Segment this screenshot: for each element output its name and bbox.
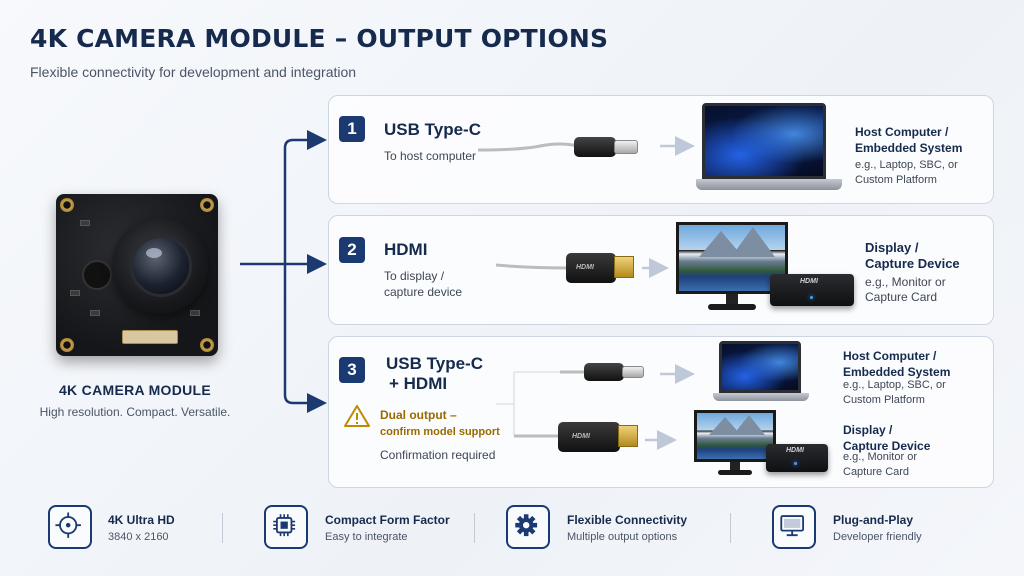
smd-component <box>70 290 80 296</box>
monitor-image <box>694 410 776 478</box>
divider <box>474 513 475 543</box>
device-title: Display /Capture Device <box>865 240 960 271</box>
warning-text: confirm model support <box>380 426 500 438</box>
capture-card-image: HDMI <box>770 274 854 306</box>
smd-component <box>90 310 100 316</box>
option-number: 3 <box>339 357 365 383</box>
hdmi-plug: HDMI <box>558 422 620 452</box>
option-number: 1 <box>339 116 365 142</box>
option-desc: To display /capture device <box>384 269 463 299</box>
usb-c-plug <box>584 363 624 381</box>
feature-subtitle: 3840 x 2160 <box>108 531 169 543</box>
warning-text: Dual output – <box>380 408 457 422</box>
monitor-image <box>676 222 788 314</box>
page-title: 4K CAMERA MODULE – OUTPUT OPTIONS <box>30 24 609 53</box>
chip-icon <box>264 505 308 549</box>
usb-c-tip <box>614 140 638 154</box>
hdmi-plug: HDMI <box>566 253 616 283</box>
smd-component <box>190 310 200 316</box>
mount-hole <box>200 198 214 212</box>
hdmi-tip <box>614 256 634 278</box>
option-desc: To host computer <box>384 149 477 163</box>
hdmi-tip <box>618 425 638 447</box>
crosshair-icon <box>48 505 92 549</box>
usb-c-plug <box>574 137 616 157</box>
gear-icon <box>506 505 550 549</box>
smd-component <box>80 220 90 226</box>
mount-hole <box>200 338 214 352</box>
lens-glass <box>130 235 192 297</box>
laptop-image <box>696 103 842 193</box>
capture-card-image: HDMI <box>766 444 828 472</box>
camera-module-image <box>50 190 225 365</box>
ribbon-connector <box>122 330 178 344</box>
feature-subtitle: Developer friendly <box>833 531 922 543</box>
option-card-dual <box>328 336 994 488</box>
laptop-image <box>713 341 809 403</box>
feature-title: Flexible Connectivity <box>567 513 688 527</box>
feature-subtitle: Easy to integrate <box>325 531 408 543</box>
feature-title: Compact Form Factor <box>325 513 450 527</box>
option-title: HDMI <box>384 240 428 259</box>
feature-title: 4K Ultra HD <box>108 513 175 527</box>
device-title: Display /Capture Device <box>843 423 931 453</box>
option-card-usb <box>328 95 994 204</box>
option-title: USB Type-C+ HDMI <box>386 354 483 393</box>
page-subtitle: Flexible connectivity for development an… <box>30 64 357 80</box>
camera-subtitle: High resolution. Compact. Versatile. <box>39 405 231 419</box>
monitor-icon <box>772 505 816 549</box>
divider <box>730 513 731 543</box>
usb-c-tip <box>622 366 644 378</box>
flow-line-usb <box>283 130 327 264</box>
lens-glint <box>146 248 162 258</box>
flow-line-dual <box>283 264 327 413</box>
camera-title: 4K CAMERA MODULE <box>58 382 212 398</box>
option-card-hdmi <box>328 215 994 325</box>
device-title: Host Computer /Embedded System <box>855 125 963 155</box>
device-title: Host Computer /Embedded System <box>843 349 951 379</box>
option-note: Confirmation required <box>380 448 496 462</box>
feature-title: Plug-and-Play <box>833 513 914 527</box>
divider <box>222 513 223 543</box>
option-title: USB Type-C <box>384 120 481 139</box>
mount-hole <box>60 198 74 212</box>
camera-knob <box>82 260 112 290</box>
option-number: 2 <box>339 237 365 263</box>
feature-subtitle: Multiple output options <box>567 531 678 543</box>
mount-hole <box>60 338 74 352</box>
warning-icon <box>344 405 370 427</box>
